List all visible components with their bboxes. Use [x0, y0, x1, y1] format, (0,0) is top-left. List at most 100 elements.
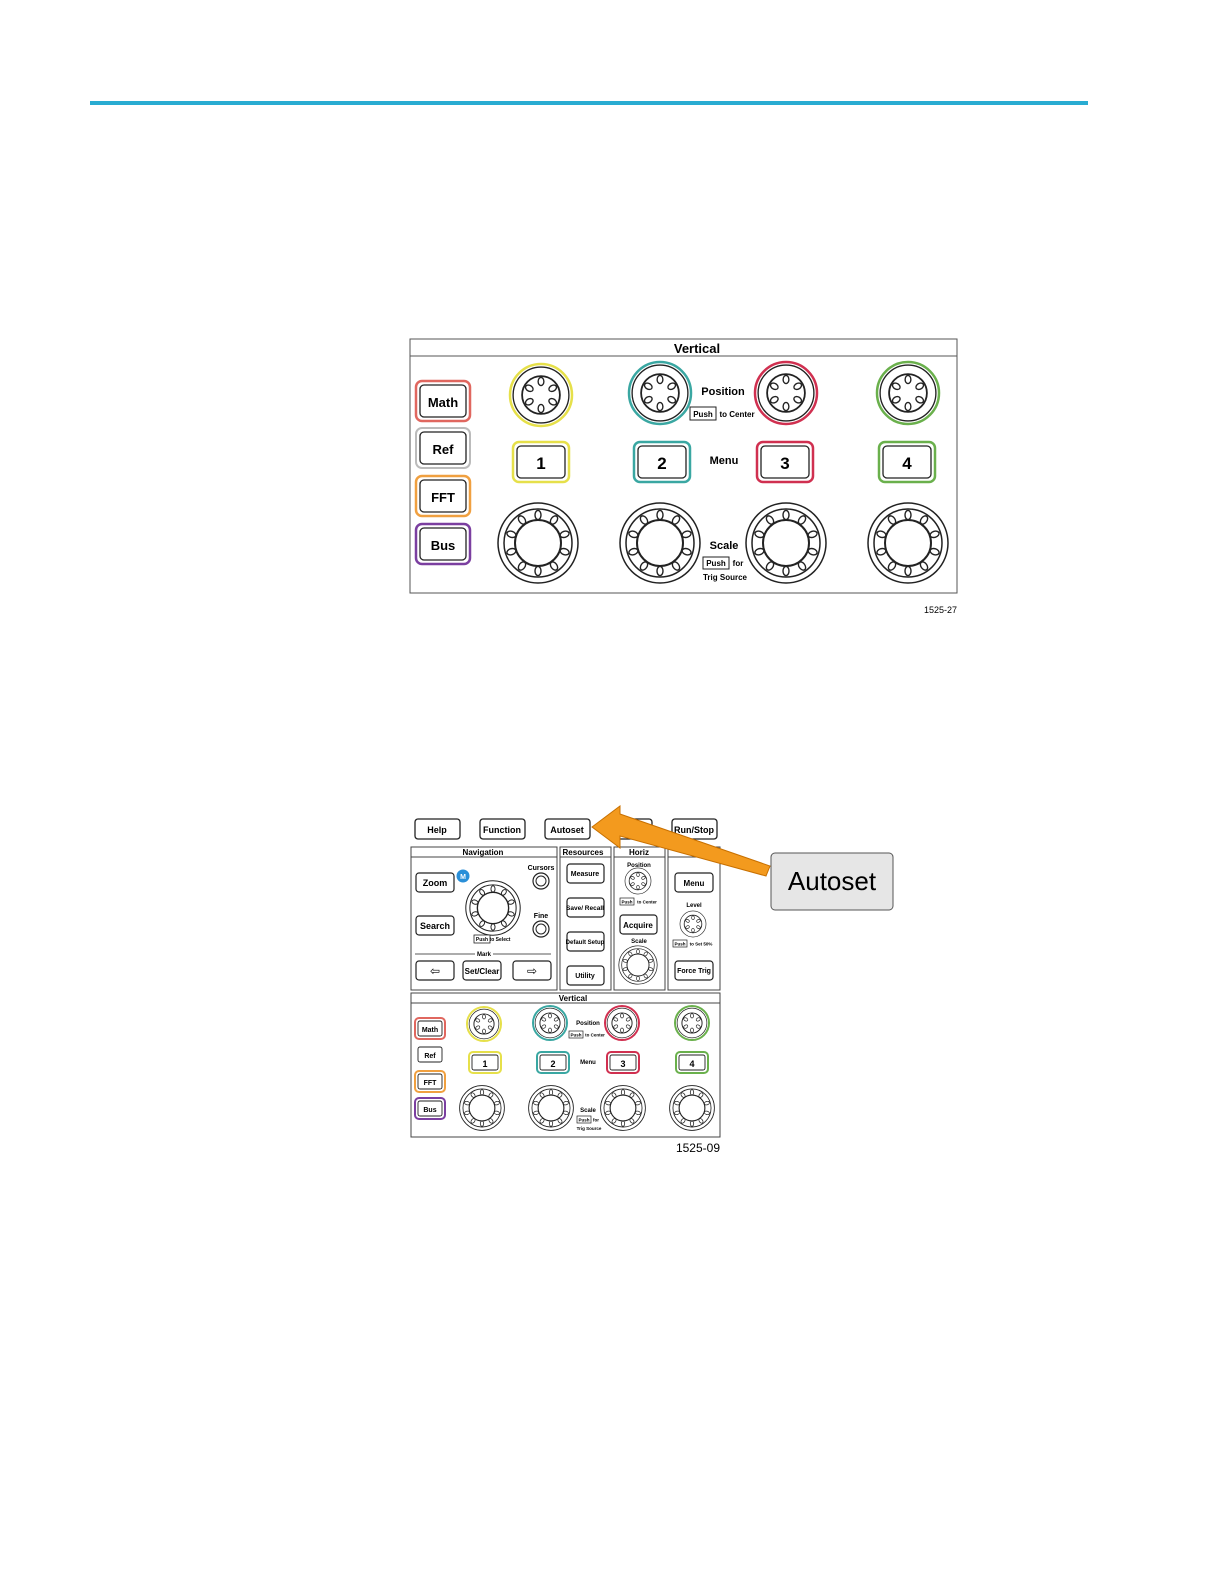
small-ch1-label: 1	[482, 1059, 487, 1069]
autoset-callout-label: Autoset	[788, 866, 877, 896]
horizontal-title: Horiz	[629, 848, 649, 857]
small-math-button[interactable]: Math	[414, 1017, 446, 1040]
menu-label: Menu	[710, 455, 739, 467]
save-recall-label: Save/ Recall	[566, 905, 604, 912]
default-setup-button[interactable]: Default Setup	[566, 931, 605, 952]
ch3-label: 3	[780, 454, 789, 473]
vertical-title: Vertical	[674, 341, 720, 356]
ch4-label: 4	[902, 454, 912, 473]
zoom-button[interactable]: Zoom	[415, 872, 455, 893]
force-trig-button[interactable]: Force Trig	[674, 960, 714, 981]
math-button[interactable]: Math	[414, 379, 472, 423]
utility-button[interactable]: Utility	[566, 965, 605, 986]
small-ch1-position-knob[interactable]	[466, 1006, 502, 1042]
help-button[interactable]: Help	[414, 818, 461, 840]
small-push-label: Push	[570, 1033, 581, 1038]
math-label: Math	[428, 395, 458, 410]
small-bus-button[interactable]: Bus	[414, 1097, 446, 1120]
multipurpose-knob[interactable]	[465, 880, 521, 936]
mark-label: Mark	[477, 952, 492, 958]
small-math-label: Math	[422, 1027, 438, 1034]
bus-button[interactable]: Bus	[414, 522, 472, 566]
small-ch2-position-knob[interactable]	[532, 1005, 568, 1041]
set-clear-button[interactable]: Set/Clear	[462, 960, 502, 981]
next-mark-button[interactable]: ⇨	[512, 960, 552, 981]
ch1-position-knob[interactable]	[508, 362, 574, 428]
fine-label: Fine	[534, 913, 548, 920]
cursors-label: Cursors	[528, 865, 555, 872]
small-ch2-button[interactable]: 2	[536, 1051, 570, 1074]
utility-label: Utility	[575, 973, 595, 980]
small-ch2-scale-knob[interactable]	[528, 1085, 574, 1131]
small-vertical-title: Vertical	[559, 994, 587, 1003]
small-fft-button[interactable]: FFT	[414, 1070, 446, 1093]
ch1-scale-knob[interactable]	[497, 502, 579, 584]
small-position-label: Position	[576, 1021, 600, 1027]
small-ref-button[interactable]: Ref	[417, 1046, 443, 1063]
horiz-scale-knob[interactable]	[618, 945, 658, 985]
search-label: Search	[420, 921, 450, 931]
prev-mark-button[interactable]: ⇦	[415, 960, 455, 981]
trigger-level-knob[interactable]	[679, 910, 707, 938]
push-label: Push	[693, 410, 713, 419]
small-to-center-label: to Center	[585, 1033, 605, 1038]
bus-label: Bus	[431, 538, 456, 553]
to-set-50-label: to Set 50%	[690, 942, 713, 947]
measure-button[interactable]: Measure	[566, 863, 605, 884]
search-button[interactable]: Search	[415, 915, 455, 936]
horiz-position-knob[interactable]	[624, 867, 652, 895]
trig-source-label: Trig Source	[703, 573, 748, 582]
set-clear-label: Set/Clear	[465, 967, 500, 976]
small-fft-label: FFT	[424, 1080, 438, 1087]
function-button[interactable]: Function	[479, 818, 526, 840]
fft-label: FFT	[431, 490, 455, 505]
resources-title: Resources	[563, 848, 604, 857]
small-ch1-scale-knob[interactable]	[459, 1085, 505, 1131]
figure-vertical-panel: Vertical Math Ref FFT Bus	[409, 338, 958, 615]
small-ref-label: Ref	[424, 1053, 436, 1060]
small-ch3-label: 3	[620, 1059, 625, 1069]
ch3-position-knob[interactable]	[753, 360, 819, 426]
trigger-push-label: Push	[674, 942, 685, 947]
small-ch4-label: 4	[689, 1059, 694, 1069]
zoom-label: Zoom	[423, 878, 448, 888]
small-ch2-label: 2	[550, 1059, 555, 1069]
small-ch4-position-knob[interactable]	[674, 1005, 710, 1041]
ch4-button[interactable]: 4	[877, 440, 937, 484]
level-label: Level	[686, 903, 702, 909]
cursors-knob[interactable]	[532, 872, 550, 890]
fine-knob[interactable]	[532, 920, 550, 938]
scale-label: Scale	[710, 540, 739, 552]
small-bus-label: Bus	[423, 1107, 436, 1114]
acquire-button[interactable]: Acquire	[619, 914, 658, 935]
ch3-scale-knob[interactable]	[745, 502, 827, 584]
position-label: Position	[701, 386, 745, 398]
trigger-menu-button[interactable]: Menu	[674, 872, 714, 893]
small-ch4-scale-knob[interactable]	[669, 1085, 715, 1131]
small-ch1-button[interactable]: 1	[468, 1051, 502, 1074]
autoset-button[interactable]: Autoset	[544, 818, 591, 840]
small-ch3-position-knob[interactable]	[604, 1005, 640, 1041]
small-scale-label: Scale	[580, 1108, 596, 1114]
ch1-label: 1	[536, 454, 545, 473]
right-arrow-icon: ⇨	[527, 964, 537, 978]
ch4-position-knob[interactable]	[875, 360, 941, 426]
ch4-scale-knob[interactable]	[867, 502, 949, 584]
autoset-label: Autoset	[550, 825, 584, 835]
save-recall-button[interactable]: Save/ Recall	[566, 897, 605, 918]
run-stop-label: Run/Stop	[674, 825, 714, 835]
ch1-button[interactable]: 1	[511, 440, 571, 484]
small-ch3-scale-knob[interactable]	[600, 1085, 646, 1131]
ch3-button[interactable]: 3	[755, 440, 815, 484]
small-ch4-button[interactable]: 4	[675, 1051, 709, 1074]
fft-button[interactable]: FFT	[414, 474, 472, 518]
ch2-button[interactable]: 2	[632, 440, 692, 484]
ch2-position-knob[interactable]	[627, 360, 693, 426]
small-ch3-button[interactable]: 3	[606, 1051, 640, 1074]
ref-label: Ref	[433, 442, 455, 457]
ch2-scale-knob[interactable]	[619, 502, 701, 584]
run-stop-button[interactable]: Run/Stop	[671, 818, 718, 840]
acquire-label: Acquire	[623, 921, 653, 930]
ref-button[interactable]: Ref	[415, 427, 471, 469]
